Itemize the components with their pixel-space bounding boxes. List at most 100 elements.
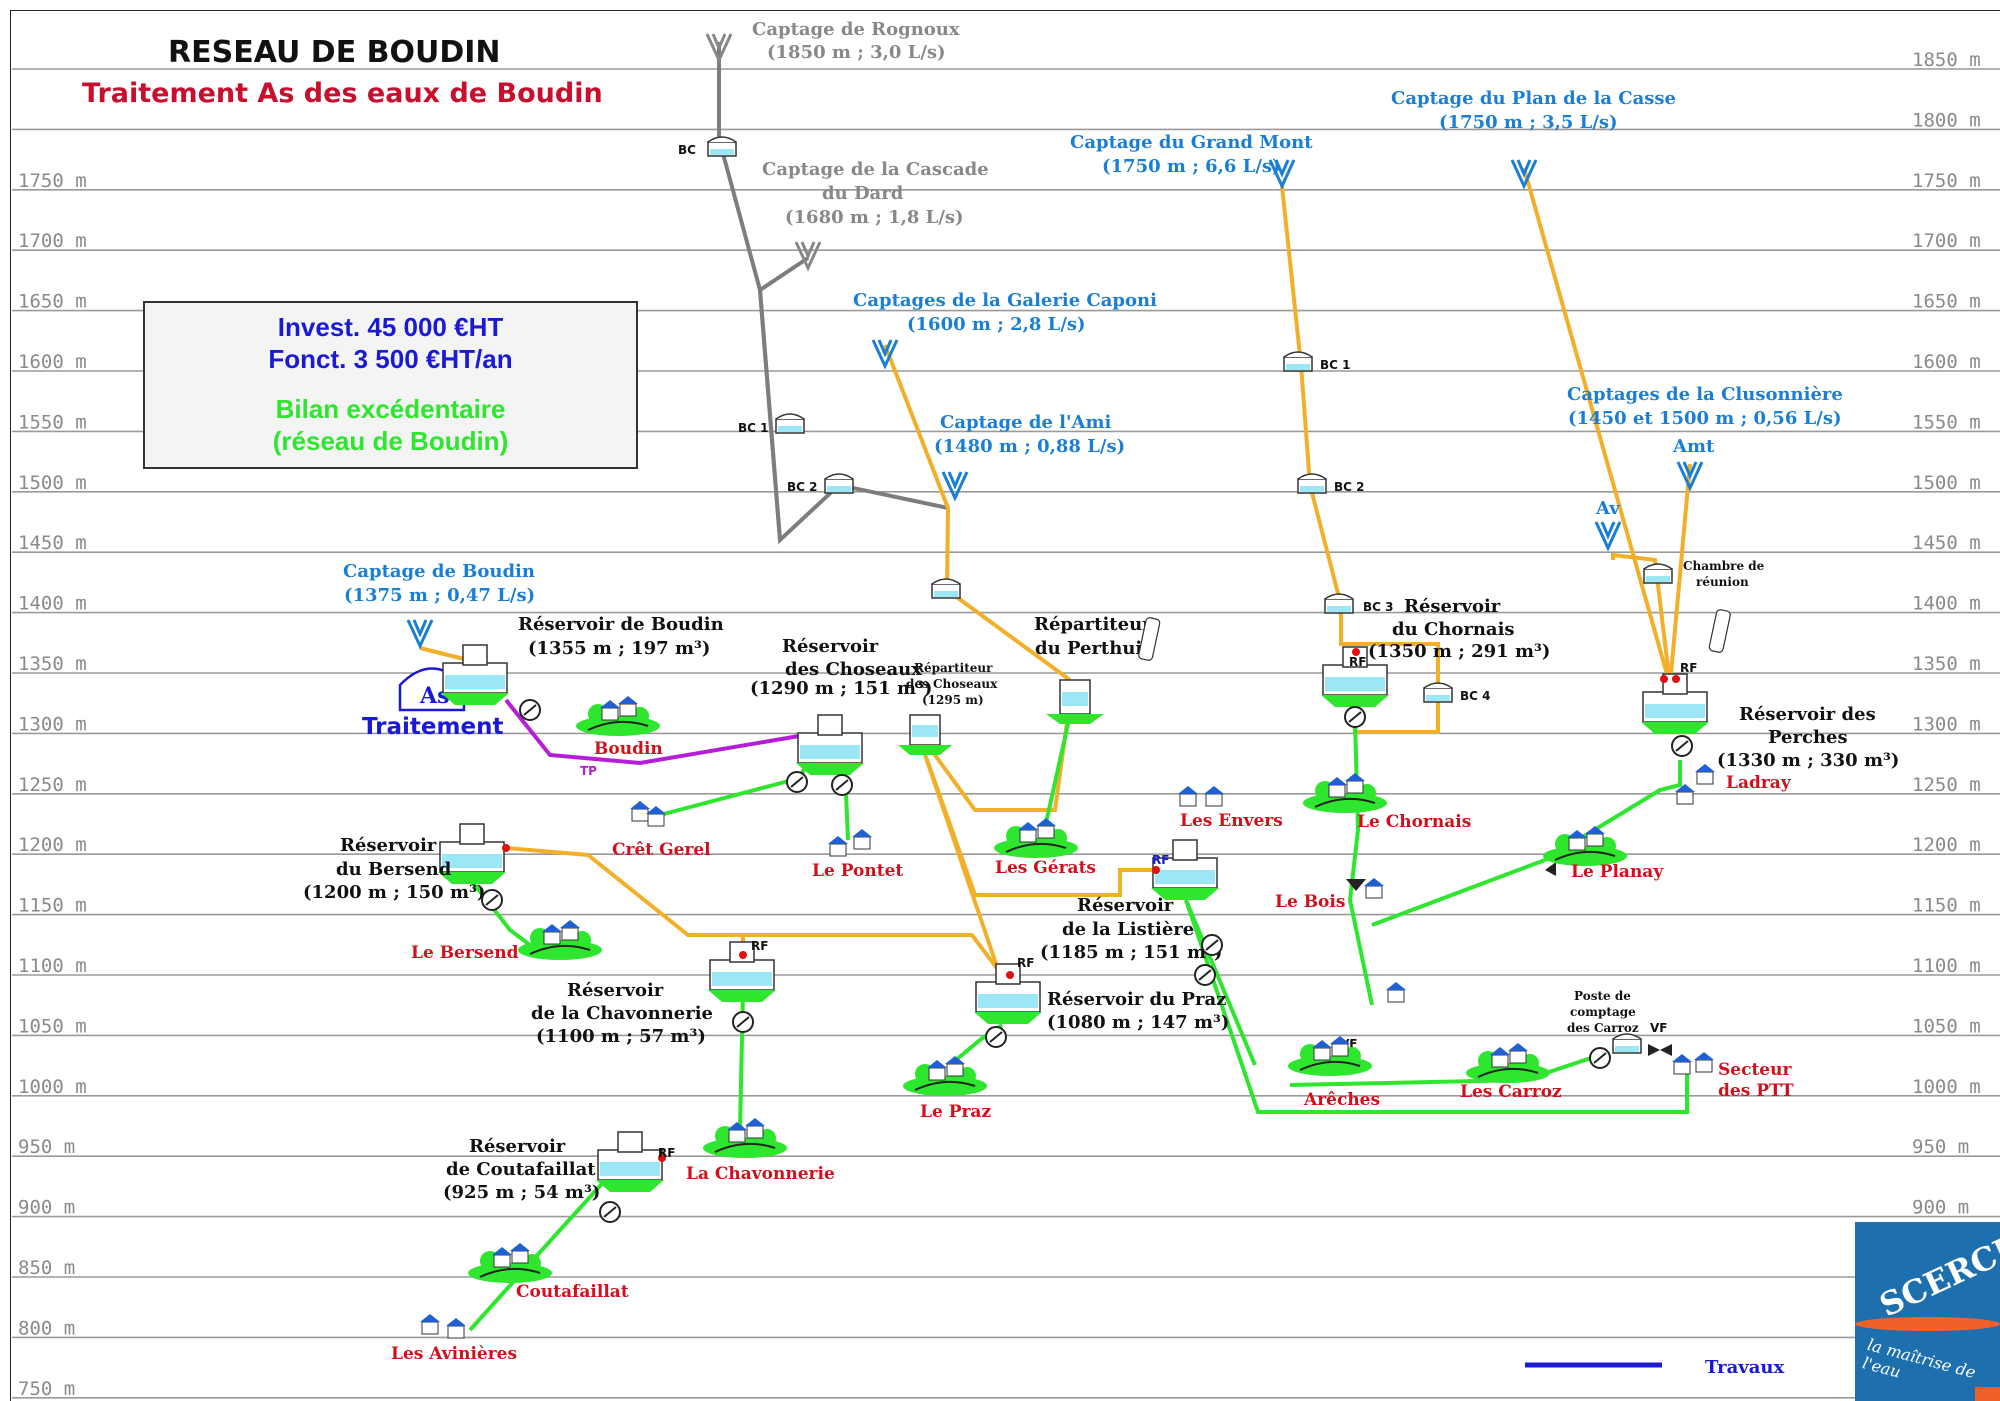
altitude-label-right: 1050 m (1912, 1015, 1981, 1037)
village-le-bois: Le Bois (1275, 892, 1345, 912)
valve-le-bois-icon (1346, 879, 1366, 891)
reservoir-choseaux-name: Réservoir (782, 636, 879, 657)
poste-carroz-tank (1612, 1033, 1642, 1054)
diagram-subtitle: Traitement As des eaux de Boudin (82, 78, 603, 109)
captage-ami-detail: (1480 m ; 0,88 L/s) (934, 436, 1125, 457)
reservoir-chornais-name: Réservoir (1404, 596, 1501, 617)
altitude-label-left: 1600 m (18, 351, 87, 373)
captage-boudin-detail: (1375 m ; 0,47 L/s) (344, 585, 535, 606)
village-chornais-icon (1303, 773, 1387, 813)
altitude-label-left: 1450 m (18, 532, 87, 554)
village-boudin-icon (576, 696, 660, 736)
altitude-label-left: 1150 m (18, 895, 87, 917)
altitude-label-left: 1300 m (18, 713, 87, 735)
altitude-label-left: 750 m (18, 1378, 75, 1400)
village-bersend-icon (518, 920, 602, 960)
village-cret-gerel: Crêt Gerel (612, 840, 711, 860)
village-boudin: Boudin (594, 739, 663, 759)
meter-coutafaillat-icon (599, 1201, 621, 1223)
reservoir-boudin-detail: (1355 m ; 197 m³) (528, 638, 710, 659)
reservoir-praz-name: Réservoir du Praz (1047, 989, 1226, 1010)
captage-plan-casse-detail: (1750 m ; 3,5 L/s) (1439, 112, 1618, 133)
rf-chavonnerie-label: RF (751, 939, 768, 953)
altitude-label-left: 1050 m (18, 1015, 87, 1037)
altitude-label-left: 1100 m (18, 955, 87, 977)
bilan-sub-text: (réseau de Boudin) (272, 426, 509, 456)
reservoir-listiere (1150, 839, 1220, 901)
house-cret-gerel-icon (629, 800, 651, 822)
scercl-logo: SCERCL la maîtrise de l'eau (1855, 1222, 2000, 1401)
repartiteur-perthuis-name2: du Perthuis (1035, 638, 1152, 659)
village-gerats-icon (994, 818, 1078, 858)
meter-bersend-icon (481, 889, 503, 911)
reservoir-choseaux (795, 714, 865, 776)
reservoir-bersend-detail: (1200 m ; 150 m³) (303, 882, 485, 903)
valve-planay-icon (1545, 862, 1556, 876)
captage-rognoux-detail: (1850 m ; 3,0 L/s) (767, 42, 946, 63)
village-praz-icon (903, 1056, 987, 1096)
village-carroz-icon (1466, 1043, 1550, 1083)
village-le-chornais: Le Chornais (1357, 812, 1471, 832)
invest-text: Invest. 45 000 €HT (277, 312, 504, 342)
repartiteur-perthuis-base (1046, 714, 1104, 724)
bc-ami (931, 578, 961, 599)
altitude-label-right: 1300 m (1912, 713, 1981, 735)
captage-grand-mont-detail: (1750 m ; 6,6 L/s) (1102, 156, 1281, 177)
altitude-label-right: 1550 m (1912, 411, 1981, 433)
captage-clusonniere-name: Captages de la Clusonnière (1567, 384, 1843, 405)
rf-perches-dot-1 (1660, 675, 1668, 683)
house-avinieres-icon (419, 1313, 441, 1335)
rf-chornais-dot (1352, 648, 1360, 656)
house-avinieres-2-icon (445, 1317, 467, 1339)
logo-name: SCERCL (1873, 1227, 2000, 1325)
chambre-reunion-name2: réunion (1696, 575, 1749, 589)
chlore-perches-icon (1708, 609, 1731, 653)
altitude-label-right: 1600 m (1912, 351, 1981, 373)
altitude-label-right: 1150 m (1912, 895, 1981, 917)
reservoir-choseaux-name2: des Choseaux (785, 659, 922, 680)
captage-rognoux-name: Captage de Rognoux (752, 19, 960, 40)
reservoir-chornais-detail: (1350 m ; 291 m³) (1368, 641, 1550, 662)
village-les-avinieres: Les Avinières (391, 1344, 517, 1364)
house-envers-icon (1177, 785, 1199, 807)
valve-carroz-icon-b (1660, 1044, 1672, 1056)
meter-chavonnerie-icon (732, 1011, 754, 1033)
reservoir-listiere-name2: de la Listière (1062, 919, 1194, 940)
captage-clusonniere-amt: Amt (1672, 436, 1715, 457)
altitude-label-right: 1700 m (1912, 230, 1981, 252)
bilan-text: Bilan excédentaire (275, 394, 506, 424)
house-pontet-icon (827, 835, 849, 857)
reservoir-perches (1640, 673, 1710, 735)
altitude-label-left: 1650 m (18, 291, 87, 313)
reservoir-choseaux-detail: (1290 m ; 151 m³) (750, 678, 932, 699)
captage-ami-icon (941, 470, 969, 500)
treatment-label: Traitement (362, 714, 503, 740)
reservoir-chavonnerie-detail: (1100 m ; 57 m³) (536, 1026, 706, 1047)
village-coutafaillat: Coutafaillat (516, 1282, 629, 1302)
captage-grand-mont-name: Captage du Grand Mont (1070, 132, 1313, 153)
altitude-label-left: 800 m (18, 1317, 75, 1339)
captage-caponi-detail: (1600 m ; 2,8 L/s) (907, 314, 1086, 335)
reservoir-listiere-detail: (1185 m ; 151 m³) (1040, 942, 1222, 963)
repartiteur-choseaux-base (898, 745, 952, 755)
captage-clusonniere-av-icon (1594, 520, 1622, 550)
rf-praz-dot (1006, 971, 1014, 979)
captage-ami-name: Captage de l'Ami (940, 412, 1112, 433)
altitude-label-left: 1550 m (18, 411, 87, 433)
diagram-title: RESEAU DE BOUDIN (168, 35, 501, 70)
altitude-label-left: 1250 m (18, 774, 87, 796)
bc3-grand-mont (1324, 593, 1354, 614)
altitude-label-left: 1350 m (18, 653, 87, 675)
captage-cascade-detail: (1680 m ; 1,8 L/s) (785, 207, 964, 228)
reservoir-coutafaillat-name: Réservoir (469, 1136, 566, 1157)
rf-coutafaillat-dot (658, 1154, 666, 1162)
altitude-label-right: 1750 m (1912, 170, 1981, 192)
rf-chavonnerie-dot (739, 951, 747, 959)
tp-label: TP (580, 764, 597, 778)
captage-caponi-name: Captages de la Galerie Caponi (853, 290, 1157, 311)
orange-pipes (419, 167, 1692, 1006)
chambre-reunion-tank (1643, 563, 1673, 584)
village-secteur-ptt: Secteur (1718, 1060, 1792, 1080)
rf-listiere-label: RF (1152, 853, 1169, 867)
